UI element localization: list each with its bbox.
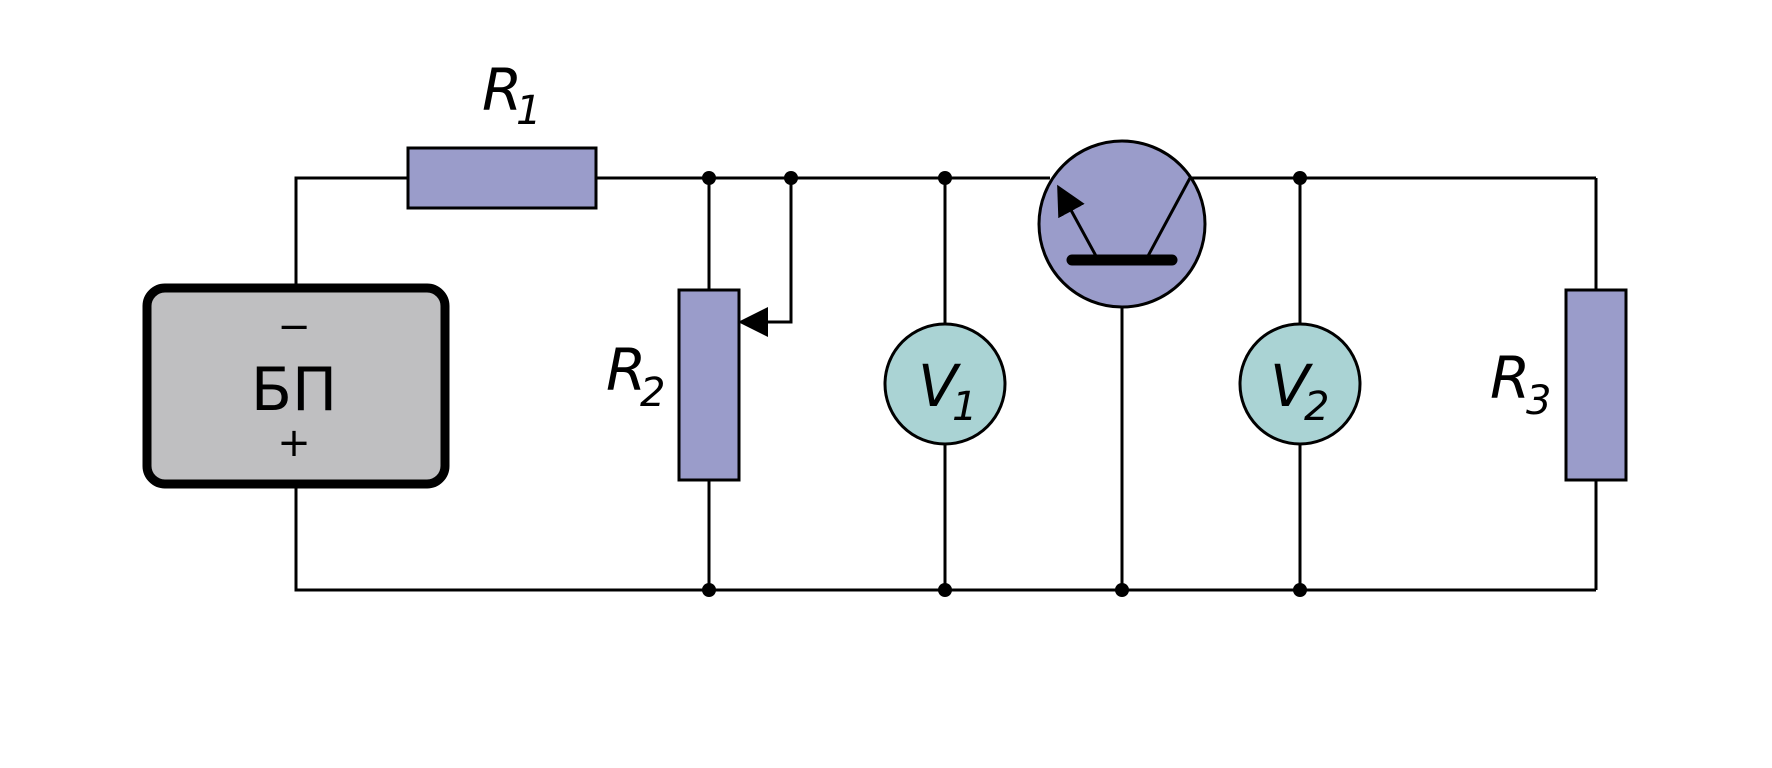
voltmeter-v2-index: 2: [1304, 384, 1329, 430]
wire-top-left: [294, 176, 408, 288]
wires: [294, 176, 1598, 592]
power-supply-plus-sign: +: [277, 420, 311, 466]
voltmeter-v2-body: [1238, 322, 1362, 446]
junction-node: [1115, 583, 1129, 597]
power-supply-body: [142, 283, 450, 489]
voltmeter-v1: V 1: [883, 322, 1007, 446]
voltmeter-v2-letter: V: [1270, 352, 1314, 420]
resistor-r3-index: 3: [1526, 378, 1551, 424]
junction-node: [1293, 171, 1307, 185]
junction-node: [784, 171, 798, 185]
voltmeter-v1-letter: V: [918, 352, 962, 420]
junctions: [702, 171, 1307, 597]
wire-r2-wiper: [750, 178, 793, 324]
junction-node: [702, 171, 716, 185]
transistor-body: [1037, 139, 1207, 309]
power-supply-label: БП: [251, 355, 337, 425]
resistor-r1: R 1: [406, 56, 598, 210]
resistor-r3-body: [1564, 288, 1628, 482]
resistor-r1-index: 1: [516, 88, 541, 134]
resistor-r2-index: 2: [640, 370, 665, 416]
resistor-r3: R 3: [1490, 288, 1628, 482]
wire-bottom: [294, 484, 1596, 592]
junction-node: [1293, 583, 1307, 597]
resistor-r1-body: [406, 146, 598, 210]
resistor-r2: R 2: [606, 288, 772, 482]
power-supply: − БП +: [142, 283, 450, 489]
junction-node: [938, 583, 952, 597]
resistor-r2-body: [677, 288, 741, 482]
junction-node: [702, 583, 716, 597]
voltmeter-v2: V 2: [1238, 322, 1362, 446]
voltmeter-v1-index: 1: [952, 384, 977, 430]
voltmeter-v1-body: [883, 322, 1007, 446]
resistor-r3-letter: R: [1490, 344, 1530, 412]
transistor-emitter-arrow-icon: [1057, 184, 1098, 257]
resistor-r1-letter: R: [482, 56, 522, 124]
transistor-collector-lead: [1146, 177, 1192, 257]
power-supply-minus-sign: −: [277, 304, 311, 350]
transistor: [1037, 139, 1207, 309]
resistor-r2-letter: R: [606, 336, 646, 404]
junction-node: [938, 171, 952, 185]
